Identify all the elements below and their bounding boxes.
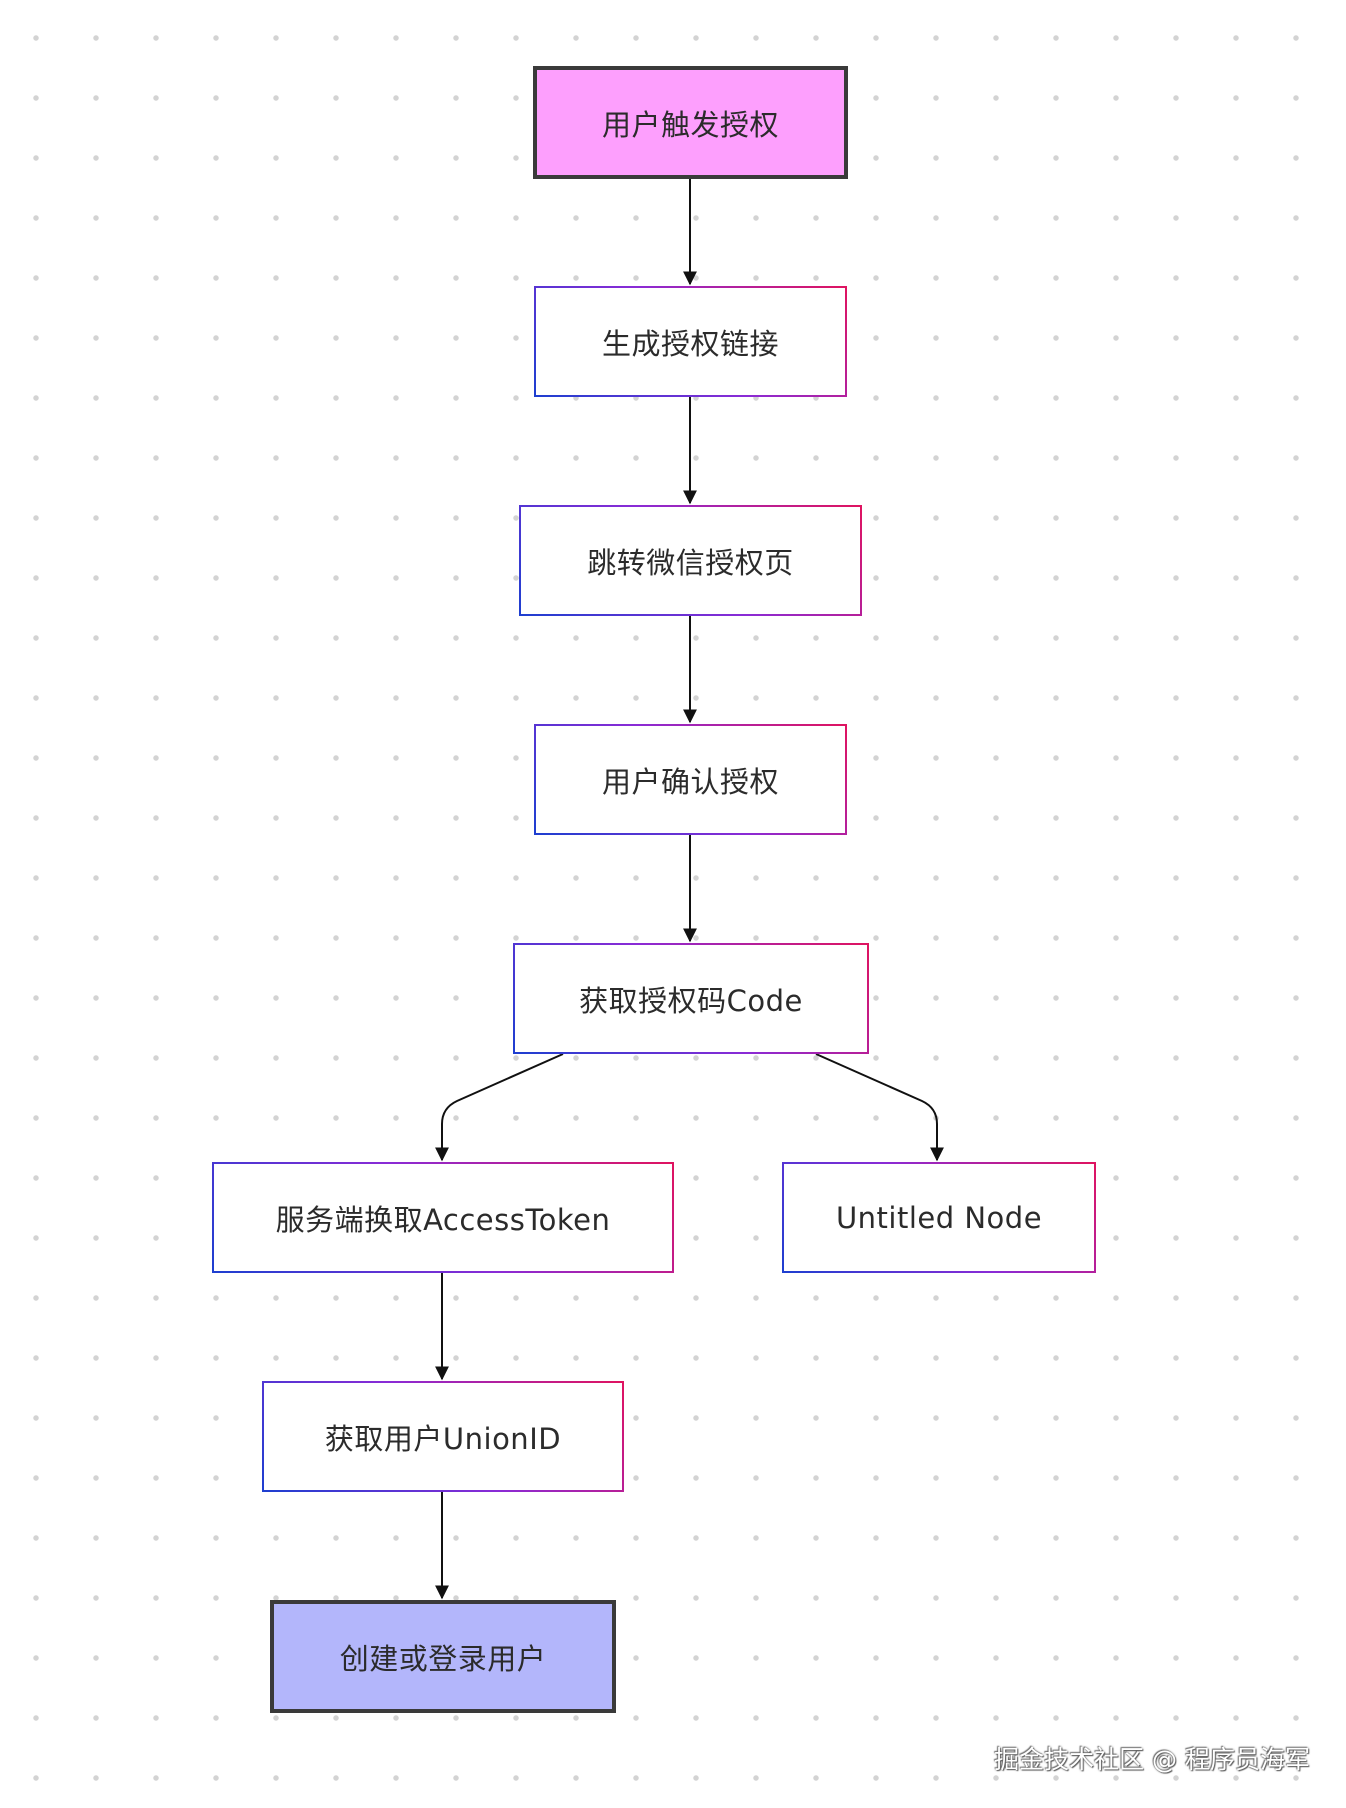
node-get-auth-code[interactable]: 获取授权码Code (513, 943, 869, 1054)
node-untitled[interactable]: Untitled Node (782, 1162, 1096, 1273)
node-label: 生成授权链接 (601, 326, 779, 361)
node-create-or-login-user[interactable]: 创建或登录用户 (270, 1600, 616, 1713)
node-redirect-wechat-auth-page[interactable]: 跳转微信授权页 (519, 505, 862, 616)
node-label: 跳转微信授权页 (587, 545, 794, 580)
node-user-confirm-auth[interactable]: 用户确认授权 (534, 724, 847, 835)
edge-get-code-to-access-token (435, 1053, 564, 1162)
node-label: Untitled Node (835, 1200, 1043, 1235)
node-user-trigger-auth[interactable]: 用户触发授权 (533, 66, 848, 179)
node-label: 用户触发授权 (601, 107, 779, 142)
node-server-exchange-access-token[interactable]: 服务端换取AccessToken (212, 1162, 674, 1273)
node-label: 获取授权码Code (579, 983, 803, 1018)
edge-get-code-to-untitled (815, 1053, 944, 1162)
node-label: 创建或登录用户 (339, 1641, 547, 1676)
node-label: 用户确认授权 (601, 764, 779, 799)
node-generate-auth-link[interactable]: 生成授权链接 (534, 286, 847, 397)
node-get-user-unionid[interactable]: 获取用户UnionID (262, 1381, 624, 1492)
node-label: 获取用户UnionID (324, 1421, 562, 1456)
watermark: 掘金技术社区 @ 程序员海军 (994, 1745, 1310, 1774)
node-label: 服务端换取AccessToken (275, 1202, 611, 1237)
